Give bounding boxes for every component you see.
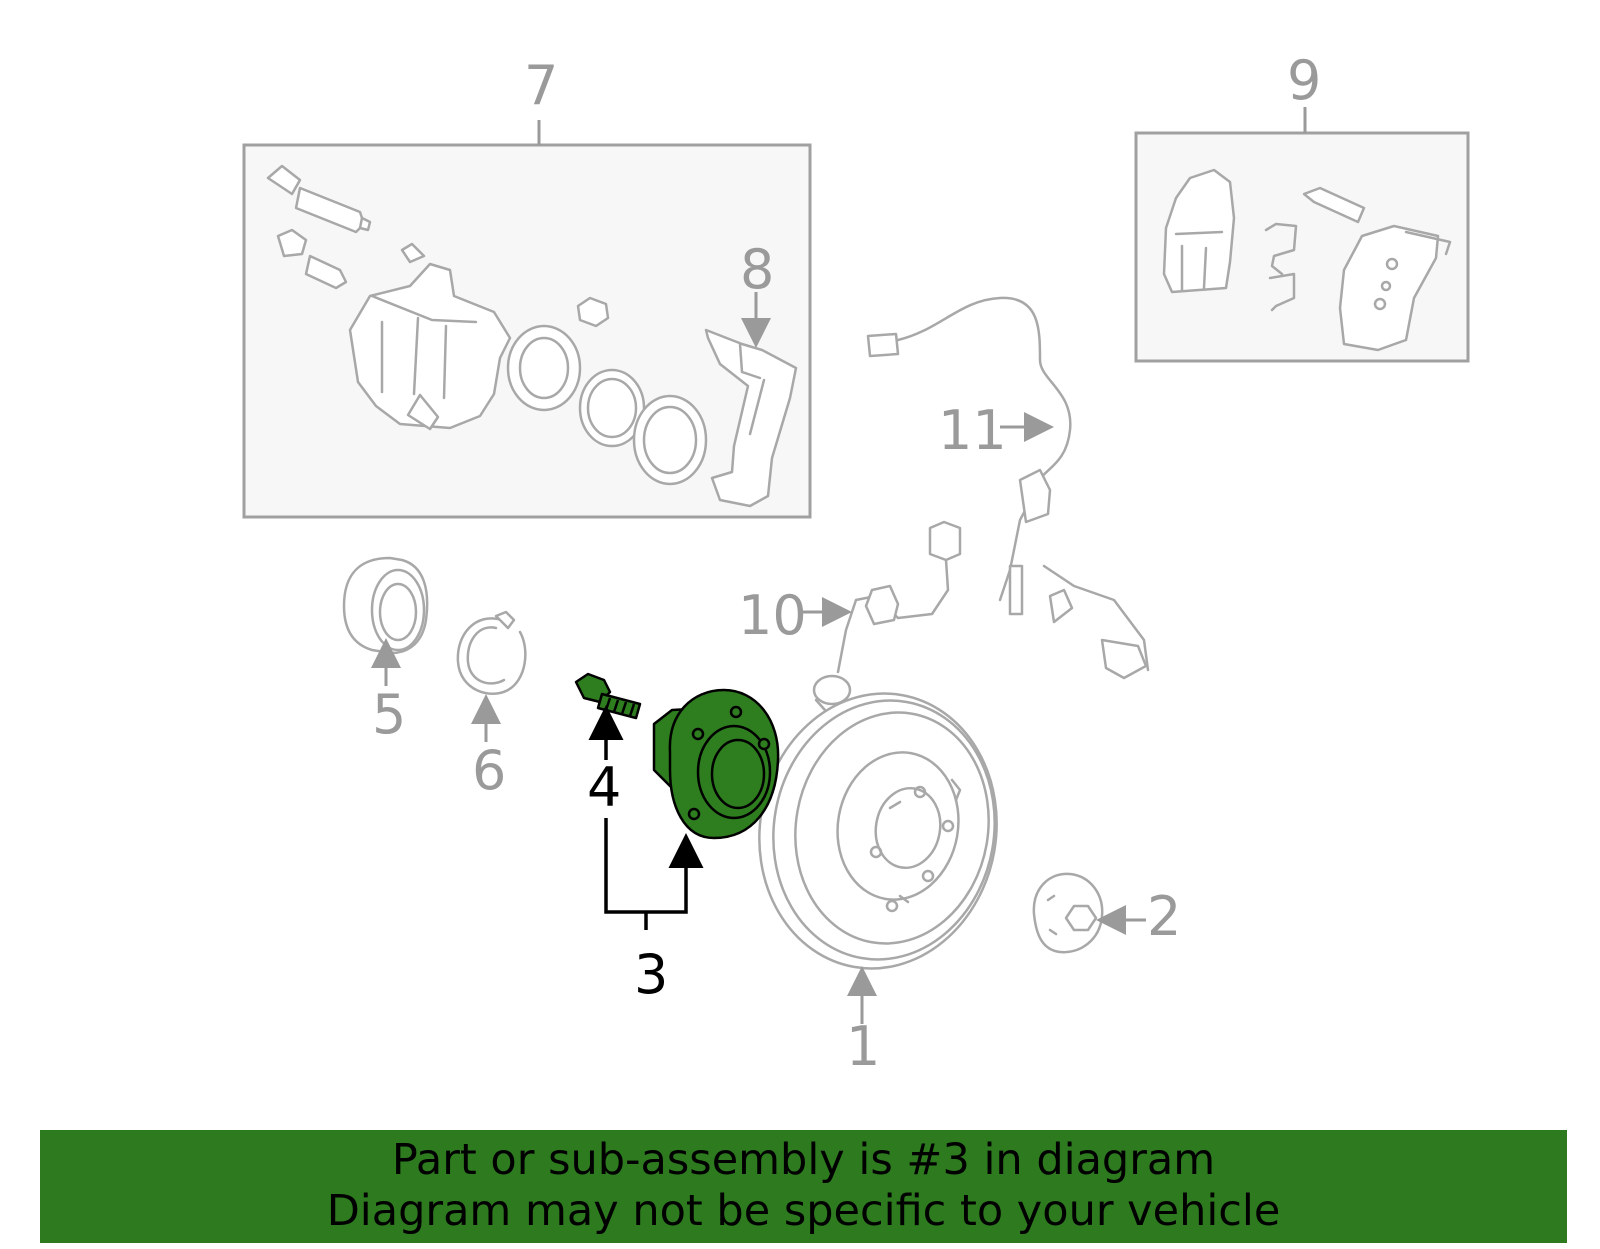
info-banner: Part or sub-assembly is #3 in diagram Di… — [40, 1130, 1567, 1243]
banner-line-2: Diagram may not be specific to your vehi… — [326, 1186, 1281, 1236]
callout-6: 6 — [472, 739, 506, 802]
callout-11: 11 — [938, 399, 1007, 462]
inner-brake-pad — [1162, 168, 1236, 294]
callout-10: 10 — [738, 584, 807, 647]
caliper-nut — [576, 296, 610, 328]
caliper-bracket — [704, 328, 798, 508]
callout-4: 4 — [587, 756, 621, 819]
hub-nut — [1032, 872, 1104, 954]
guide-pins — [266, 164, 372, 290]
brake-rotor — [758, 692, 998, 970]
callout-7: 7 — [524, 54, 558, 117]
brake-hose — [812, 520, 962, 720]
outer-brake-pad — [1338, 224, 1452, 352]
callout-2: 2 — [1147, 885, 1181, 948]
pad-clips — [1264, 222, 1298, 312]
callout-3: 3 — [634, 943, 668, 1006]
pad-shim — [1302, 186, 1366, 224]
callout-8: 8 — [740, 238, 774, 301]
piston-boot — [632, 394, 708, 486]
snap-ring — [456, 610, 527, 695]
callout-1: 1 — [846, 1015, 880, 1078]
piston-seal — [578, 368, 646, 448]
caliper-body — [348, 242, 512, 431]
caliper-assembly-group — [242, 120, 812, 519]
callout-3-bracket — [604, 818, 704, 914]
callout-9: 9 — [1287, 49, 1321, 112]
brake-pad-group — [1134, 107, 1470, 363]
wheel-bearing — [342, 556, 429, 655]
callout-5: 5 — [372, 683, 406, 746]
wheel-hub — [652, 688, 780, 840]
abs-sensor-harness — [866, 296, 1150, 680]
banner-line-1: Part or sub-assembly is #3 in diagram — [391, 1135, 1216, 1185]
wheel-stud — [574, 672, 642, 720]
caliper-piston — [506, 324, 582, 412]
